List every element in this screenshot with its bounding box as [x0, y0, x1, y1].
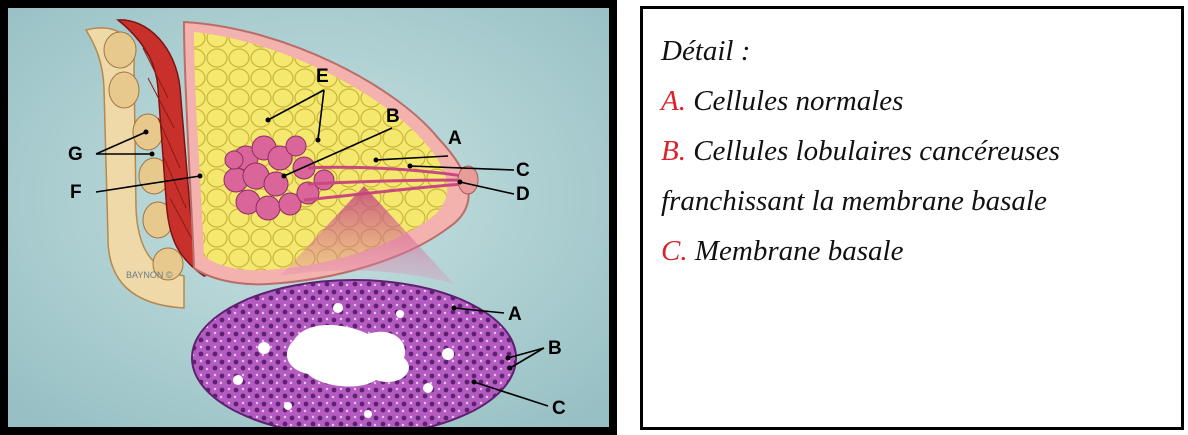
label-d: D	[516, 184, 530, 205]
label-a: A	[448, 128, 462, 149]
duct-cross-section	[192, 280, 516, 427]
illustration-credit: BAYNON ©	[126, 270, 173, 280]
legend-item-a: A. Cellules normales	[661, 85, 903, 118]
inset-label-c: C	[552, 398, 566, 419]
inset-label-a: A	[508, 304, 522, 325]
legend-item-c: C. Membrane basale	[661, 235, 903, 268]
legend-item-b-continued: franchissant la membrane basale	[661, 185, 1047, 218]
legend-panel: Détail : A. Cellules normales B. Cellule…	[640, 6, 1184, 430]
legend-item-b: B. Cellules lobulaires cancéreuses	[661, 135, 1060, 168]
label-e: E	[316, 66, 329, 87]
label-c: C	[516, 160, 530, 181]
legend-letter-c: C.	[661, 235, 688, 267]
label-b: B	[386, 106, 400, 127]
legend-text-b: Cellules lobulaires cancéreuses	[686, 135, 1060, 167]
legend-letter-a: A.	[661, 85, 686, 117]
breast-anatomy-illustration: BAYNON © E B A C	[0, 0, 617, 435]
label-g: G	[68, 144, 83, 165]
label-f: F	[70, 182, 82, 203]
legend-text-b-continued: franchissant la membrane basale	[661, 185, 1047, 217]
inset-label-b: B	[548, 338, 562, 359]
legend-text-a: Cellules normales	[686, 85, 904, 117]
legend-text-c: Membrane basale	[688, 235, 904, 267]
legend-letter-b: B.	[661, 135, 686, 167]
legend-title: Détail :	[661, 35, 750, 68]
